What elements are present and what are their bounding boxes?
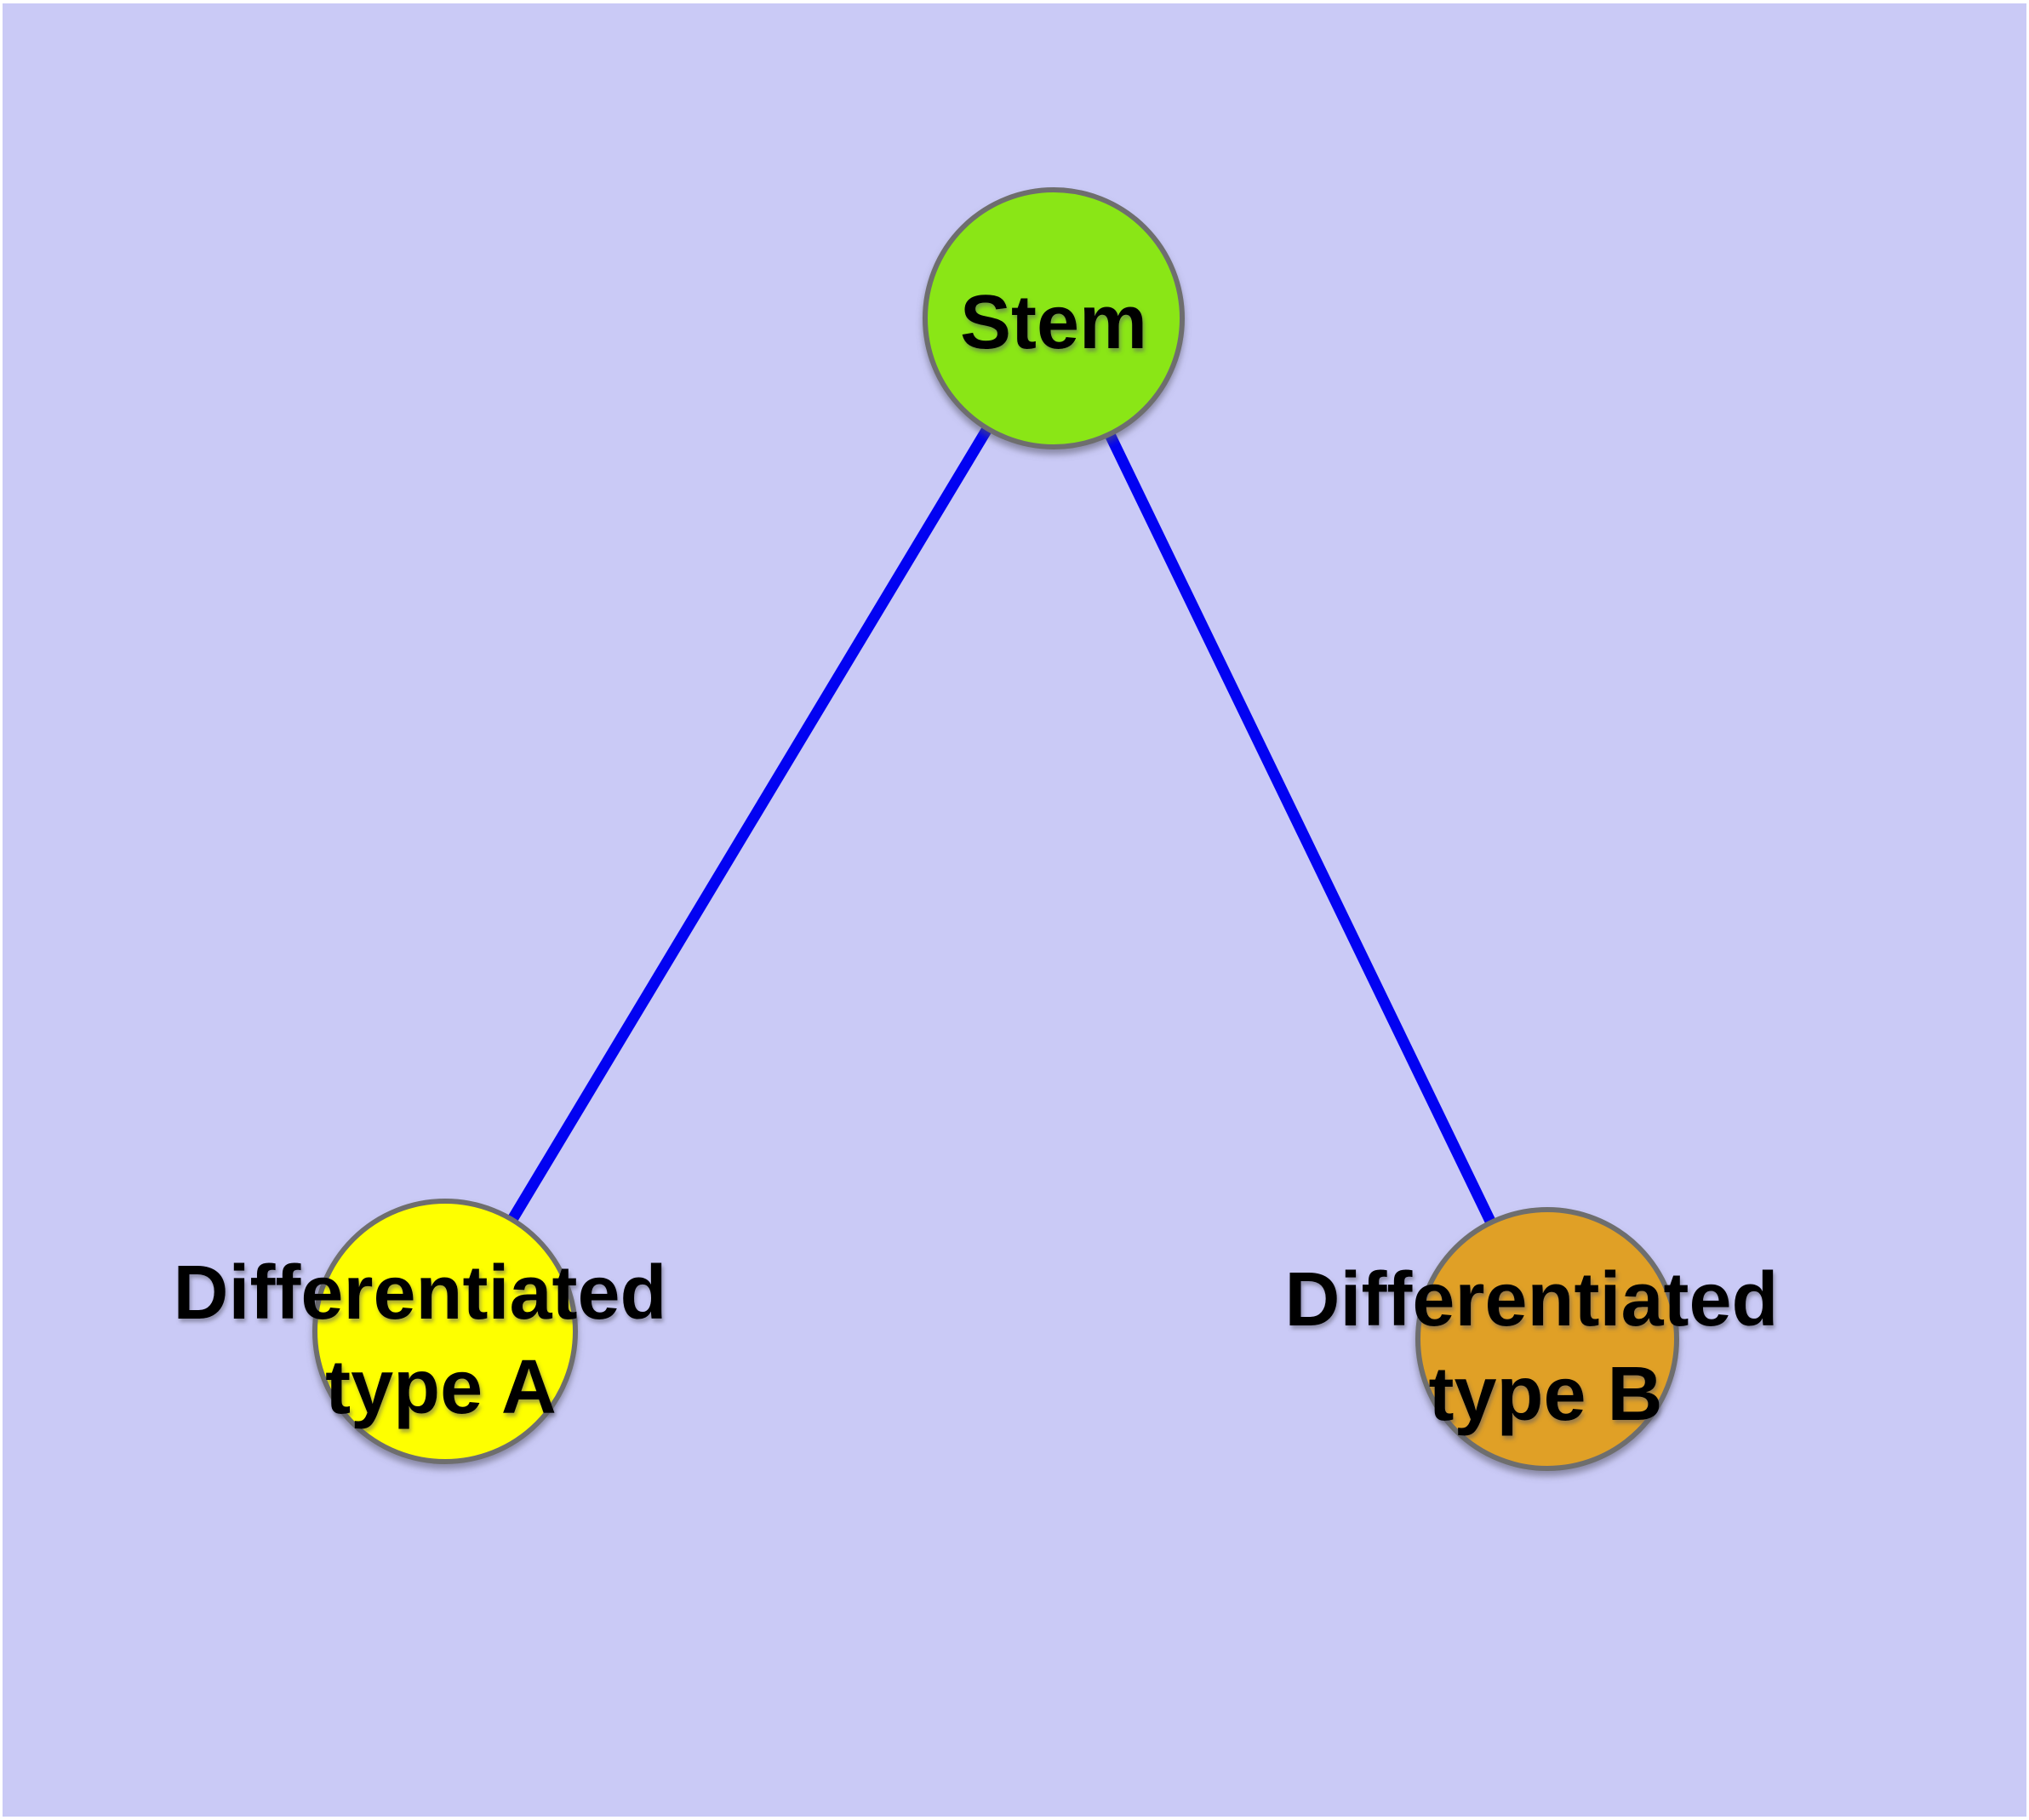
node-stem-label: Stem bbox=[960, 280, 1147, 365]
node-differentiated-type-b-label: Differentiated type B bbox=[1284, 1257, 1799, 1437]
edge-stem-to-type-a[interactable] bbox=[440, 315, 1059, 1335]
node-differentiated-type-a-label: Differentiated type A bbox=[173, 1251, 688, 1430]
node-stem[interactable] bbox=[923, 187, 1185, 449]
node-differentiated-type-a-label-line2: type A bbox=[325, 1345, 557, 1430]
node-differentiated-type-a-label-line1: Differentiated bbox=[173, 1251, 666, 1336]
node-differentiated-type-b[interactable] bbox=[1415, 1207, 1679, 1471]
node-differentiated-type-a[interactable] bbox=[312, 1199, 578, 1464]
edge-stem-to-type-b[interactable] bbox=[1049, 316, 1552, 1342]
node-differentiated-type-b-label-line2: type B bbox=[1428, 1352, 1662, 1437]
node-differentiated-type-b-label-line1: Differentiated bbox=[1284, 1257, 1778, 1342]
